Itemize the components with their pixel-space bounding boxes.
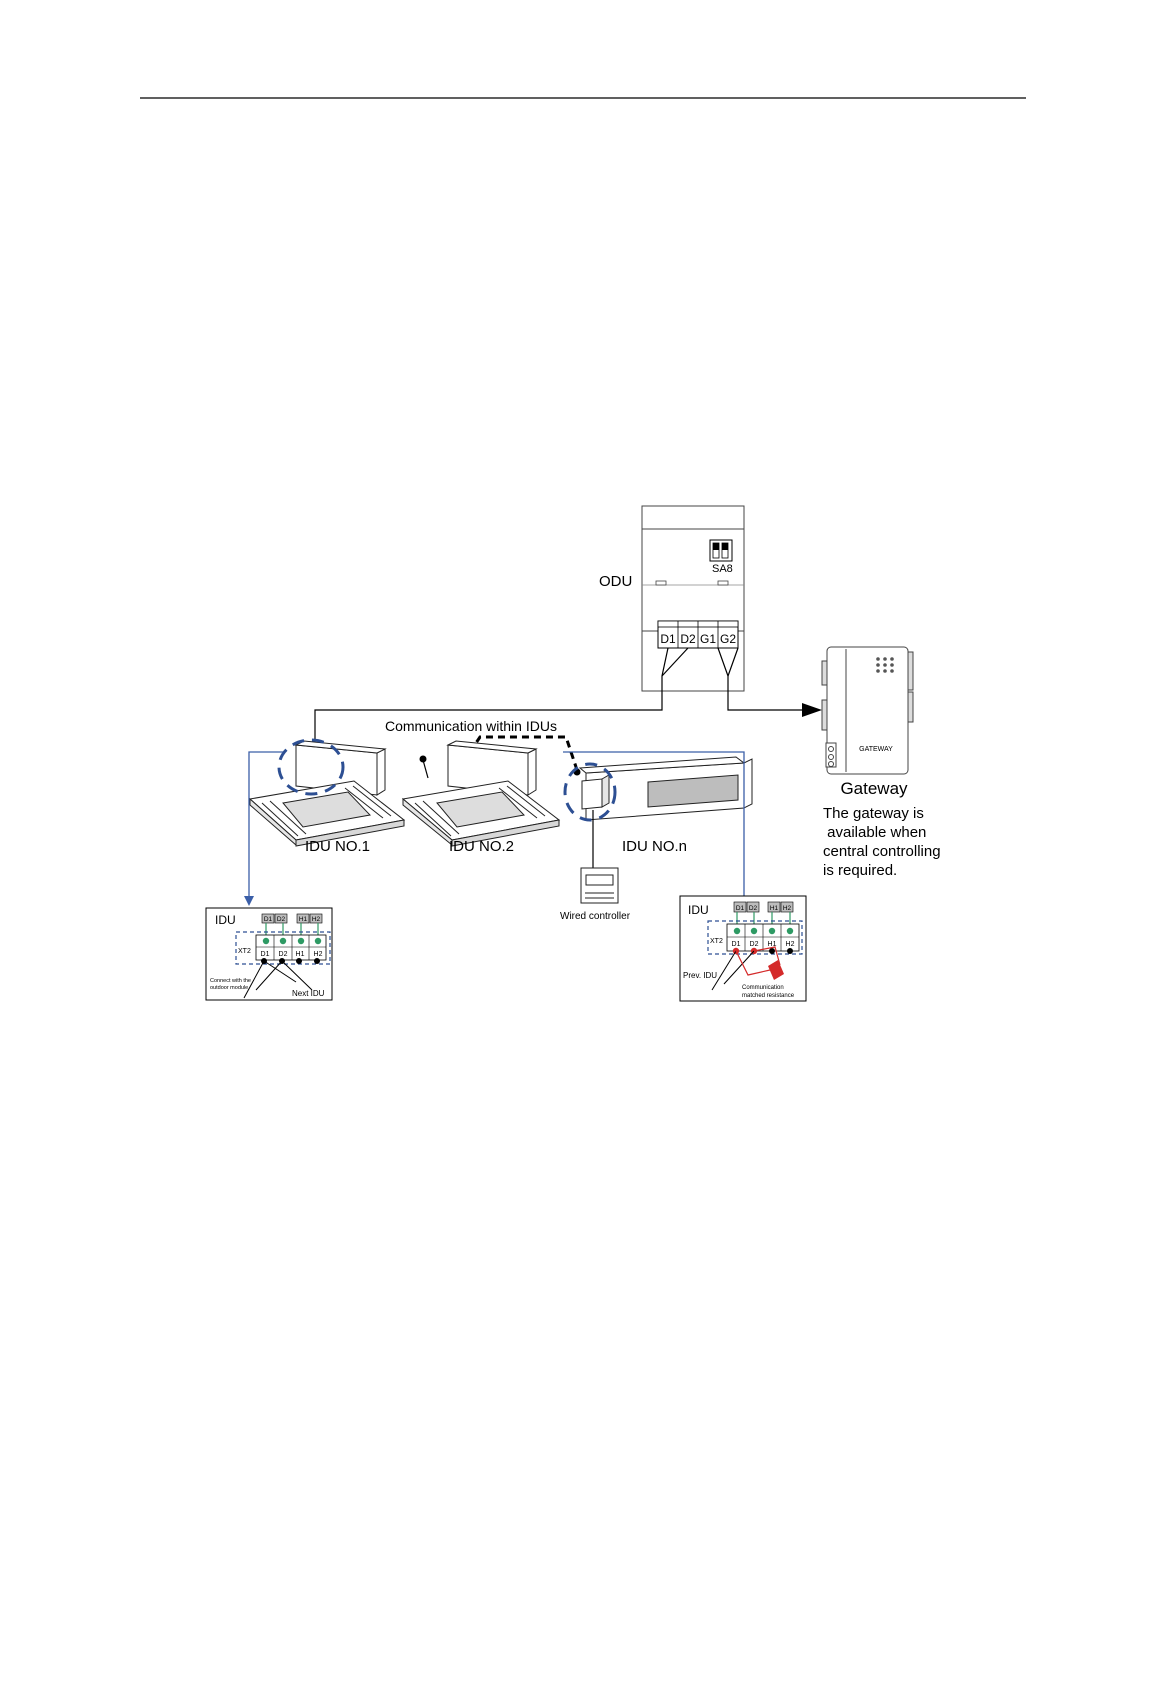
- detail-leads: [248, 751, 745, 899]
- detail-left-terminal-h2: H2: [314, 951, 323, 958]
- odu-terminal-g1: G1: [700, 632, 716, 646]
- sa8-label: SA8: [712, 563, 733, 575]
- gateway-note-line-4: is required.: [823, 862, 897, 879]
- detail-left-tag-h1: H1: [299, 916, 308, 923]
- idu-1-highlight-circle: [277, 738, 345, 796]
- detail-right-terminal-h2: H2: [786, 941, 795, 948]
- detail-left-tag-d2: D2: [277, 916, 286, 923]
- idu-n-highlight-circle: [563, 762, 617, 822]
- detail-right-tag-h2: H2: [783, 905, 792, 912]
- idu-2-label: IDU NO.2: [449, 838, 514, 855]
- detail-right-tag-h1: H1: [770, 905, 779, 912]
- idu-n-label: IDU NO.n: [622, 838, 687, 855]
- detail-box-right: IDU D1 D2 H1 H2 XT2 D1 D2 H1 H2: [679, 895, 807, 1002]
- detail-right-terminal-h1: H1: [768, 941, 777, 948]
- gateway-device-text: GATEWAY: [859, 746, 893, 753]
- matched-resistor-icon: [768, 960, 784, 980]
- matched-resistor-wires: [735, 946, 781, 976]
- odu-terminal-block: D1 D2 G1 G2: [657, 620, 739, 649]
- gateway-device: [821, 646, 914, 775]
- idu-1-cassette: [248, 740, 406, 847]
- gateway-note-line-3: central controlling: [823, 843, 941, 860]
- idu-1-label: IDU NO.1: [305, 838, 370, 855]
- odu-terminal-d2: D2: [680, 632, 696, 646]
- idu-2-cassette: [401, 740, 561, 847]
- gateway-note-line-2: available when: [823, 824, 926, 841]
- communication-wiring: [314, 647, 810, 752]
- detail-right-note-resistance-2: matched resistance: [742, 993, 795, 999]
- gateway-note-line-1: The gateway is: [823, 805, 924, 822]
- detail-right-strip: XT2: [710, 938, 723, 945]
- detail-right-terminal-d1: D1: [732, 941, 741, 948]
- wired-controller-label: Wired controller: [560, 911, 631, 922]
- odu-label: ODU: [599, 573, 632, 590]
- gateway-arrow-icon: [802, 703, 822, 717]
- gateway-indicator-dots-icon: [876, 657, 894, 673]
- gateway-title: Gateway: [840, 779, 908, 798]
- left-lead-arrow-icon: [244, 896, 254, 906]
- detail-right-tag-d2: D2: [749, 905, 758, 912]
- detail-left-terminal-d1: D1: [261, 951, 270, 958]
- detail-left-note-next: Next IDU: [292, 989, 325, 998]
- detail-left-terminal-d2: D2: [279, 951, 288, 958]
- odu-unit: SA8 ODU D1 D2 G1 G2: [599, 505, 745, 692]
- detail-right-note-resistance-1: Communication: [742, 985, 784, 991]
- odu-terminal-d1: D1: [660, 632, 676, 646]
- detail-left-note-connect-2: outdoor module: [210, 985, 248, 991]
- detail-left-terminal-h1: H1: [296, 951, 305, 958]
- detail-right-tag-d1: D1: [736, 905, 745, 912]
- detail-box-left: IDU D1 D2 H1 H2 XT2 D1 D2 H1 H2: [205, 907, 333, 1001]
- wired-controller: [580, 867, 619, 904]
- detail-left-note-connect-1: Connect with the: [210, 978, 251, 984]
- idu-n-duct-unit: [578, 756, 753, 821]
- bus-label: Communication within IDUs: [385, 718, 557, 734]
- sa8-dip-switch: [709, 539, 733, 562]
- detail-right-title: IDU: [688, 903, 709, 917]
- odu-terminal-g2: G2: [720, 632, 736, 646]
- detail-right-terminal-d2: D2: [750, 941, 759, 948]
- detail-left-strip: XT2: [238, 948, 251, 955]
- detail-right-note-prev: Prev. IDU: [683, 971, 717, 980]
- detail-left-tag-h2: H2: [312, 916, 321, 923]
- detail-left-title: IDU: [215, 913, 236, 927]
- detail-left-tag-d1: D1: [264, 916, 273, 923]
